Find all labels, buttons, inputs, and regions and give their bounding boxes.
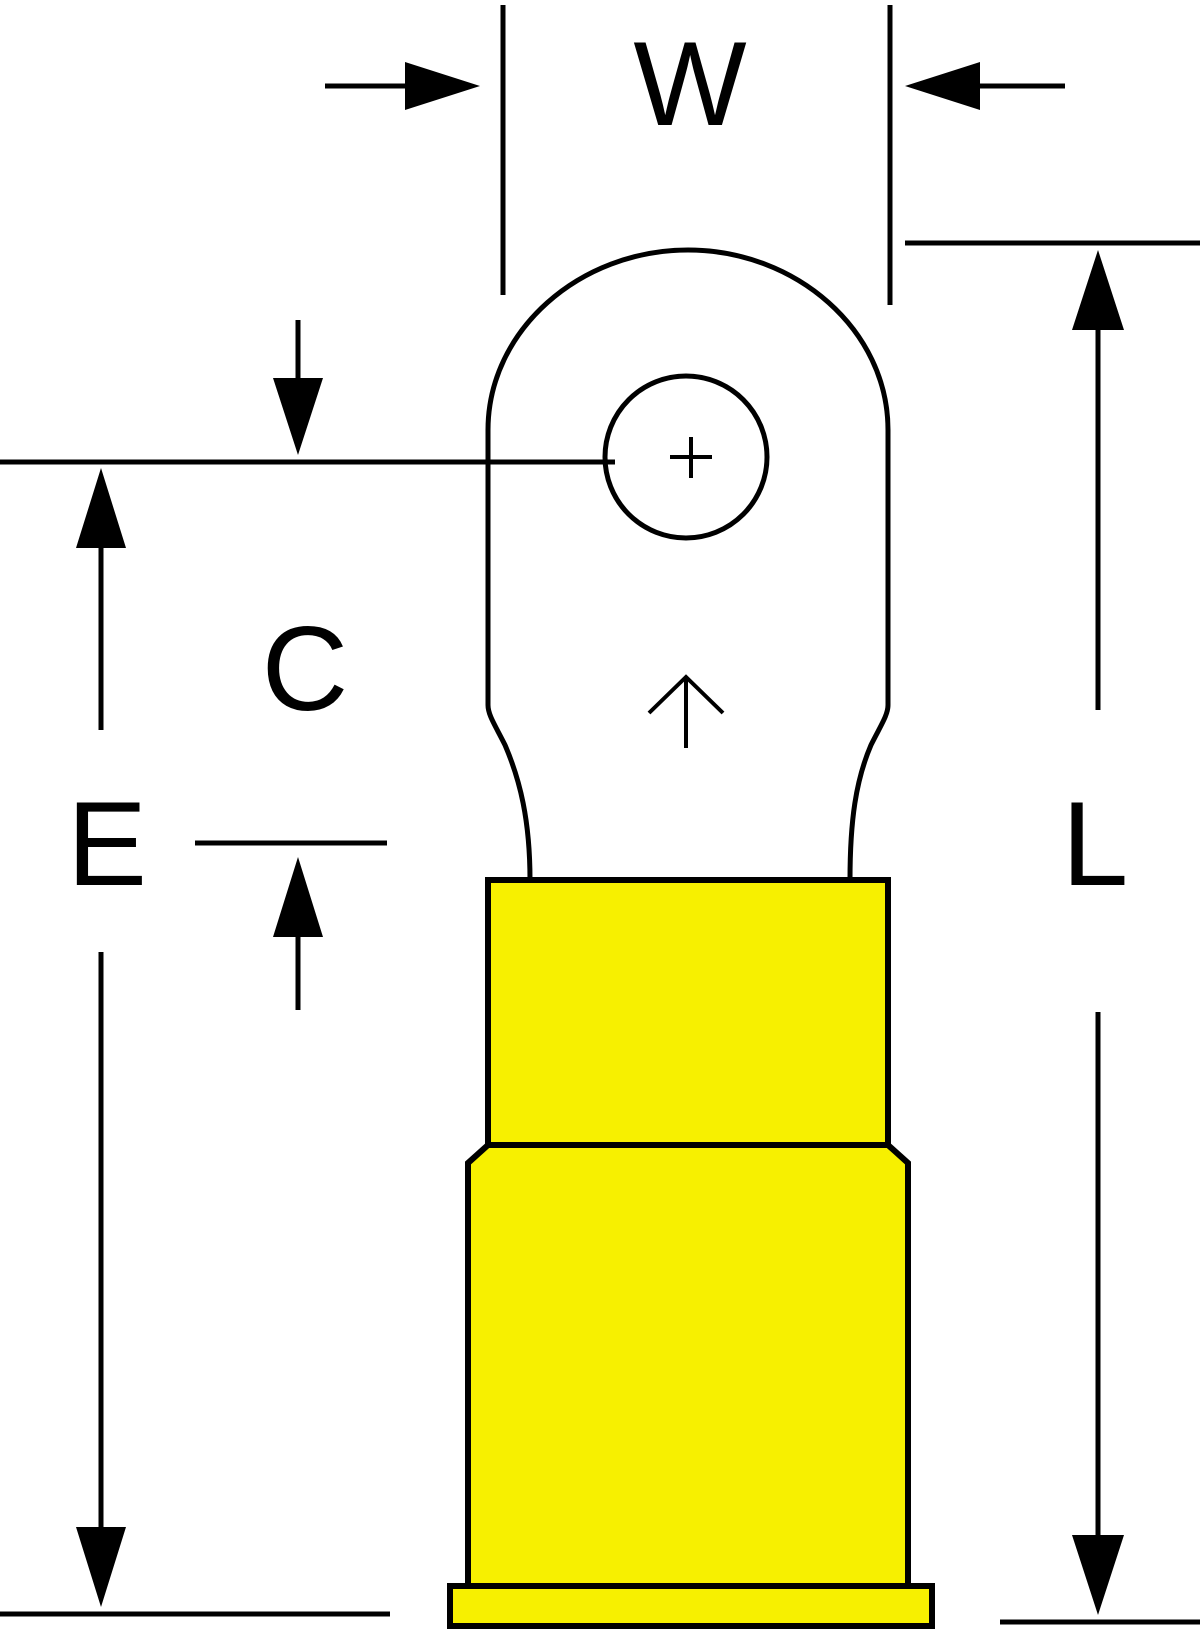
e-arrow-bottom-head bbox=[76, 1527, 126, 1607]
ring-terminal bbox=[447, 247, 935, 1629]
w-arrow-left-head bbox=[405, 62, 480, 110]
e-label: E bbox=[67, 777, 147, 911]
dimension-e: E bbox=[0, 459, 615, 1617]
insulation-bottom-flange bbox=[447, 1583, 935, 1629]
stud-hole-circle bbox=[602, 373, 770, 541]
c-label: C bbox=[262, 602, 349, 736]
l-arrow-bottom-head bbox=[1072, 1535, 1124, 1615]
w-label: W bbox=[633, 17, 746, 151]
dimension-l: L bbox=[905, 240, 1200, 1625]
c-arrow-bottom-head bbox=[273, 857, 323, 937]
insulation-sleeve-lower bbox=[465, 1142, 911, 1589]
e-arrow-top-head bbox=[76, 468, 126, 548]
direction-arrow-icon bbox=[647, 674, 725, 748]
dimension-w: W bbox=[325, 5, 1065, 305]
dimension-c: C bbox=[195, 320, 387, 1010]
l-label: L bbox=[1062, 777, 1129, 911]
ring-tongue-outline bbox=[485, 247, 891, 881]
w-arrow-right-head bbox=[905, 62, 980, 110]
c-arrow-top-head bbox=[273, 378, 323, 455]
l-arrow-top-head bbox=[1072, 250, 1124, 330]
insulation-sleeve-upper bbox=[485, 877, 891, 1148]
